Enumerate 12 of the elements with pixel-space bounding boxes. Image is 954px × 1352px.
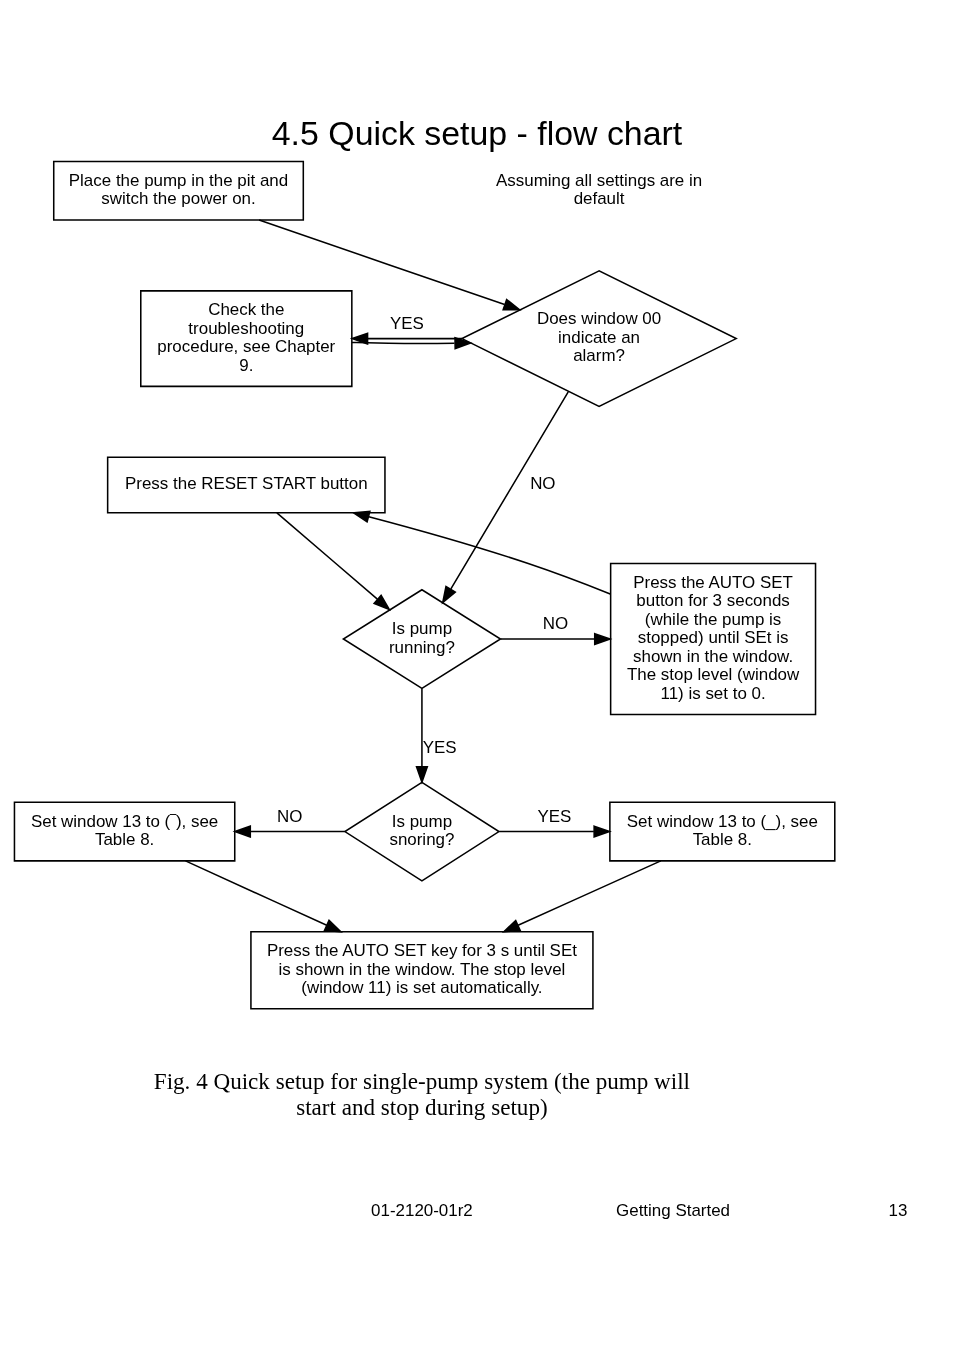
diagram-title: 4.5 Quick setup - flow chart (271, 114, 683, 153)
edge-label: YES (389, 314, 424, 334)
label: Getting Started (616, 1201, 730, 1221)
edge-label: NO (530, 474, 556, 494)
label: 01-2120-01r2 (371, 1201, 473, 1221)
edge-label: YES (422, 737, 457, 757)
edge-label: YES (537, 807, 572, 827)
edge-label: NO (277, 807, 303, 827)
caption: Fig. 4 Quick setup for single-pump system (the pump will start and stop during setup) (153, 1067, 691, 1121)
label: 13 (888, 1201, 908, 1221)
edge-label: NO (542, 614, 569, 634)
label: Assuming all settings are in default (496, 170, 703, 209)
